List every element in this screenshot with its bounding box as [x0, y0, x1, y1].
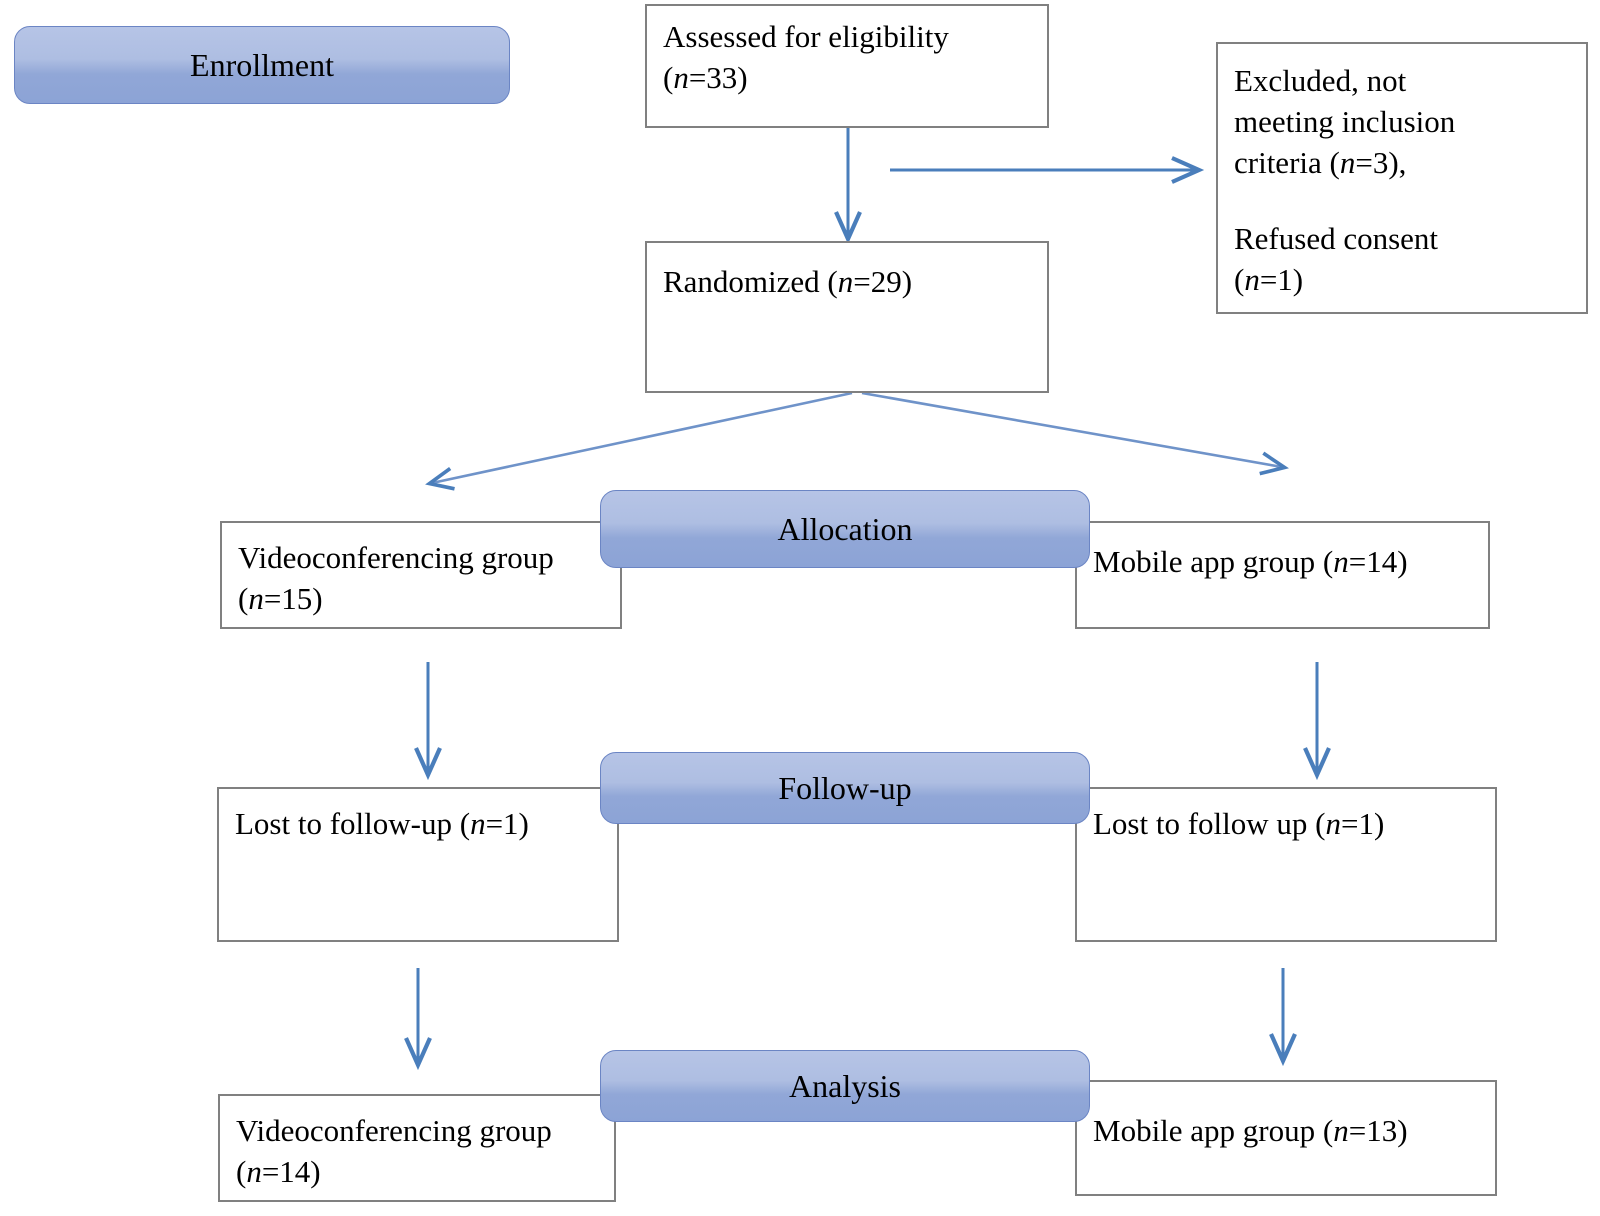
analysis-left-paren-open: ( — [236, 1154, 247, 1190]
stage-banner-allocation: Allocation — [600, 490, 1090, 568]
alloc-left-paren-open: ( — [238, 581, 249, 617]
stage-banner-enrollment-label: Enrollment — [190, 46, 334, 83]
box-analysis-mobile-app: Mobile app group (n=13) — [1075, 1080, 1497, 1196]
randomized-text: Randomized ( — [663, 264, 838, 299]
box-assessed-for-eligibility: Assessed for eligibility (n=33) — [645, 4, 1049, 128]
analysis-left-line-1: Videoconferencing group — [236, 1113, 552, 1148]
box-randomized: Randomized (n=29) — [645, 241, 1049, 393]
excluded-criteria-count: =3), — [1355, 145, 1407, 181]
box-analysis-videoconferencing: Videoconferencing group (n=14) — [218, 1094, 616, 1202]
box-followup-left: Lost to follow-up (n=1) — [217, 787, 619, 942]
excluded-line-3: criteria (n=3), — [1234, 142, 1572, 183]
refused-n-symbol: n — [1244, 261, 1260, 297]
excluded-line-2: meeting inclusion — [1234, 104, 1456, 140]
alloc-left-line-1: Videoconferencing group — [238, 540, 554, 575]
alloc-left-count: =15) — [263, 581, 323, 617]
box-followup-right: Lost to follow up (n=1) — [1075, 787, 1497, 942]
excluded-criteria-text: criteria ( — [1234, 145, 1340, 181]
assessed-n-symbol: n — [673, 60, 689, 96]
followup-right-text: Lost to follow up ( — [1093, 806, 1326, 841]
stage-banner-followup: Follow-up — [600, 752, 1090, 824]
followup-right-line: Lost to follow up (n=1) — [1093, 803, 1481, 844]
followup-left-count: =1) — [485, 806, 529, 841]
stage-banner-analysis: Analysis — [600, 1050, 1090, 1122]
refused-count: =1) — [1259, 261, 1304, 297]
randomized-n-symbol: n — [837, 264, 854, 299]
arrow-randomized-to-mobile-app — [861, 391, 1289, 476]
followup-right-count: =1) — [1341, 806, 1385, 841]
alloc-right-text: Mobile app group ( — [1093, 544, 1334, 579]
alloc-left-line-2: (n=15) — [238, 578, 606, 619]
assessed-line-2: (n=33) — [663, 57, 1033, 98]
excluded-line-1: Excluded, not — [1234, 63, 1407, 98]
alloc-right-n-symbol: n — [1333, 544, 1349, 579]
assessed-paren-open: ( — [663, 60, 674, 96]
box-allocation-mobile-app: Mobile app group (n=14) — [1075, 521, 1490, 629]
box-allocation-videoconferencing: Videoconferencing group (n=15) — [220, 521, 622, 629]
analysis-left-n-symbol: n — [246, 1154, 262, 1190]
refused-paren-open: ( — [1234, 261, 1245, 297]
assessed-line-1: Assessed for eligibility — [663, 19, 949, 54]
stage-banner-analysis-label: Analysis — [789, 1067, 901, 1104]
alloc-right-count: =14) — [1348, 544, 1408, 579]
excluded-n-symbol: n — [1339, 145, 1356, 181]
box-excluded: Excluded, not meeting inclusion criteria… — [1216, 42, 1588, 314]
analysis-right-text: Mobile app group ( — [1093, 1113, 1334, 1148]
stage-banner-allocation-label: Allocation — [777, 510, 913, 547]
refused-consent-line-2: (n=1) — [1234, 259, 1572, 300]
randomized-line: Randomized (n=29) — [663, 261, 1033, 302]
followup-left-line: Lost to follow-up (n=1) — [235, 803, 603, 844]
refused-consent-line-1: Refused consent — [1234, 220, 1439, 256]
followup-left-n-symbol: n — [470, 806, 486, 841]
analysis-left-line-2: (n=14) — [236, 1151, 600, 1192]
stage-banner-followup-label: Follow-up — [778, 769, 912, 806]
analysis-right-count: =13) — [1348, 1113, 1408, 1148]
analysis-right-line: Mobile app group (n=13) — [1093, 1110, 1481, 1151]
alloc-left-n-symbol: n — [248, 581, 264, 617]
followup-left-text: Lost to follow-up ( — [235, 806, 471, 841]
stage-banner-enrollment: Enrollment — [14, 26, 510, 104]
arrow-randomized-to-videoconferencing — [425, 391, 853, 491]
assessed-count: =33) — [688, 60, 748, 96]
analysis-right-n-symbol: n — [1333, 1113, 1349, 1148]
alloc-right-line: Mobile app group (n=14) — [1093, 541, 1474, 582]
analysis-left-count: =14) — [261, 1154, 321, 1190]
randomized-count: =29) — [853, 264, 913, 299]
followup-right-n-symbol: n — [1325, 806, 1342, 841]
